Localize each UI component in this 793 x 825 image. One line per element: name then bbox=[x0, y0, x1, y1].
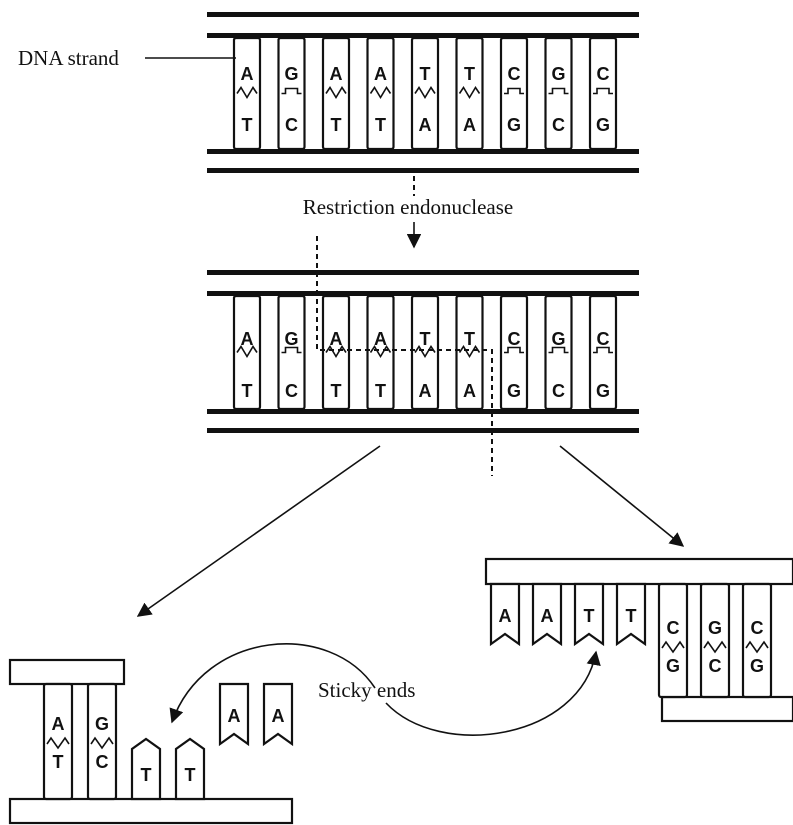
bottom-base-letter: T bbox=[242, 381, 253, 401]
top-base-letter: T bbox=[626, 606, 637, 626]
left-fragment-backbone-top bbox=[10, 660, 124, 684]
right-fragment-backbone-bottom bbox=[662, 697, 793, 721]
bottom-base-letter: A bbox=[463, 115, 476, 135]
top-base-letter: A bbox=[52, 714, 65, 734]
arrow-to-left-fragment bbox=[138, 446, 380, 616]
top-base-letter: G bbox=[284, 64, 298, 84]
base-pair-column bbox=[743, 584, 771, 697]
backbone-outer-top-2 bbox=[207, 270, 639, 275]
enzyme-label: Restriction endonuclease bbox=[303, 195, 514, 219]
right-fragment-backbone-top bbox=[486, 559, 793, 584]
top-base-letter: A bbox=[330, 329, 343, 349]
bottom-base-letter: C bbox=[96, 752, 109, 772]
bottom-base-letter: A bbox=[419, 115, 432, 135]
top-base-letter: A bbox=[330, 64, 343, 84]
bottom-base-letter: T bbox=[53, 752, 64, 772]
top-base-letter: C bbox=[667, 618, 680, 638]
bottom-base-letter: T bbox=[185, 765, 196, 785]
top-base-letter: G bbox=[284, 329, 298, 349]
bottom-base-letter: C bbox=[709, 656, 722, 676]
bottom-base-letter: C bbox=[552, 381, 565, 401]
top-base-letter: A bbox=[272, 706, 285, 726]
sticky-ends-label: Sticky ends bbox=[318, 678, 415, 702]
bottom-base-letter: C bbox=[552, 115, 565, 135]
bottom-base-letter: T bbox=[375, 115, 386, 135]
bottom-base-letter: A bbox=[463, 381, 476, 401]
top-base-letter: A bbox=[228, 706, 241, 726]
top-base-letter: T bbox=[584, 606, 595, 626]
left-fragment: ATGCTTAA bbox=[10, 660, 292, 823]
bottom-base-letter: A bbox=[419, 381, 432, 401]
left-fragment-backbone-bottom bbox=[10, 799, 292, 823]
bottom-base-letter: G bbox=[596, 115, 610, 135]
bottom-base-letter: T bbox=[375, 381, 386, 401]
base-pairs-cut: A T G C A T A T T A T A C G G C C G bbox=[234, 296, 616, 409]
bottom-base-letter: T bbox=[141, 765, 152, 785]
dna-strand-label: DNA strand bbox=[18, 46, 119, 70]
bottom-base-letter: G bbox=[596, 381, 610, 401]
backbone-outer-top bbox=[207, 12, 639, 17]
top-base-letter: A bbox=[241, 64, 254, 84]
bottom-base-letter: G bbox=[750, 656, 764, 676]
base-pair-column bbox=[701, 584, 729, 697]
bottom-base-letter: T bbox=[331, 381, 342, 401]
top-base-letter: A bbox=[499, 606, 512, 626]
arrow-to-right-fragment bbox=[560, 446, 683, 546]
top-base-letter: G bbox=[95, 714, 109, 734]
bottom-base-letter: C bbox=[285, 381, 298, 401]
backbone-outer-bottom bbox=[207, 168, 639, 173]
top-base-letter: C bbox=[508, 64, 521, 84]
top-base-letter: A bbox=[374, 64, 387, 84]
top-base-letter: G bbox=[551, 329, 565, 349]
top-base-letter: A bbox=[241, 329, 254, 349]
top-base-letter: C bbox=[597, 329, 610, 349]
top-base-letter: C bbox=[508, 329, 521, 349]
base-pairs-intact: A T G C A T A T T A T A C G G C C G bbox=[234, 38, 616, 149]
bottom-base-letter: C bbox=[285, 115, 298, 135]
intact-dna-panel: A T G C A T A T T A T A C G G C C G bbox=[207, 12, 639, 173]
top-base-letter: T bbox=[464, 329, 475, 349]
base-pair-column bbox=[659, 584, 687, 697]
top-base-letter: T bbox=[464, 64, 475, 84]
top-base-letter: C bbox=[751, 618, 764, 638]
bottom-base-letter: T bbox=[242, 115, 253, 135]
top-base-letter: G bbox=[708, 618, 722, 638]
top-base-letter: G bbox=[551, 64, 565, 84]
cut-dna-panel: A T G C A T A T T A T A C G G C C G bbox=[207, 236, 639, 476]
backbone-outer-bottom-2 bbox=[207, 428, 639, 433]
top-base-letter: A bbox=[541, 606, 554, 626]
sticky-end-arrow-right bbox=[386, 652, 596, 735]
bottom-base-letter: G bbox=[507, 115, 521, 135]
top-base-letter: A bbox=[374, 329, 387, 349]
right-fragment-bases: AATTCGGCCG bbox=[491, 584, 771, 697]
bottom-base-letter: G bbox=[507, 381, 521, 401]
top-base-letter: C bbox=[597, 64, 610, 84]
bottom-base-letter: G bbox=[666, 656, 680, 676]
bottom-base-letter: T bbox=[331, 115, 342, 135]
top-base-letter: T bbox=[420, 329, 431, 349]
top-base-letter: T bbox=[420, 64, 431, 84]
